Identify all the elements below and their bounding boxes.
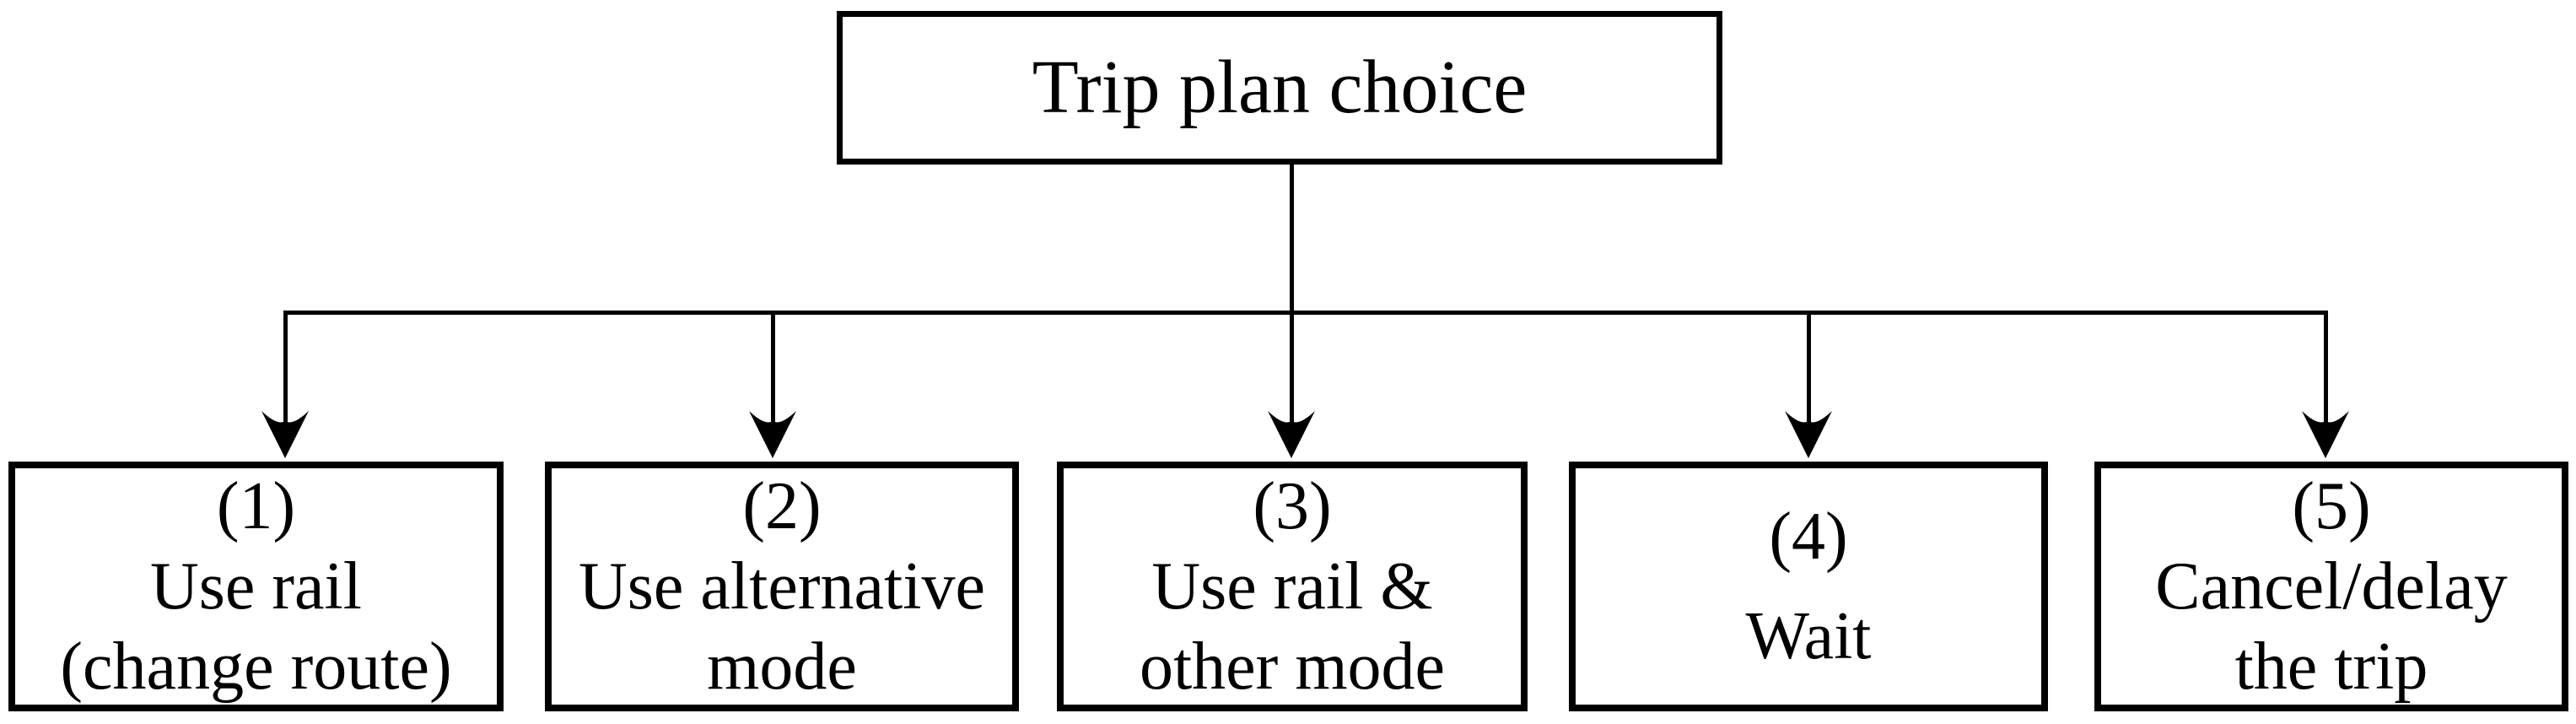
option-node-1-line-2: Use rail: [149, 548, 362, 624]
arrowhead-2-icon: [749, 409, 796, 458]
horizontal-rail-line: [283, 311, 2328, 315]
arrow-shaft-3: [1290, 311, 1294, 448]
option-node-5-line-3: the trip: [2234, 629, 2428, 704]
trunk-line: [1290, 165, 1294, 315]
arrowhead-5-icon: [2302, 409, 2349, 458]
option-node-3-line-2: Use rail &: [1151, 548, 1433, 624]
option-node-2-line-1: (2): [742, 468, 822, 543]
option-node-1-line-1: (1): [216, 468, 296, 543]
arrowhead-1-icon: [261, 409, 309, 458]
option-node-4: (4) Wait: [1569, 462, 2048, 711]
option-node-4-line-1: (4): [1769, 500, 1848, 574]
option-node-4-line-2: Wait: [1745, 599, 1872, 673]
option-node-2-line-3: mode: [707, 629, 857, 704]
option-node-3-line-1: (3): [1253, 468, 1332, 543]
option-node-3: (3)Use rail &other mode: [1057, 462, 1528, 711]
arrow-shaft-1: [283, 311, 288, 448]
arrow-shaft-4: [1807, 311, 1811, 448]
arrowhead-3-icon: [1268, 409, 1315, 458]
option-node-3-line-3: other mode: [1139, 629, 1446, 704]
option-node-1-line-3: (change route): [60, 629, 452, 704]
arrowhead-4-icon: [1785, 409, 1832, 458]
arrow-shaft-5: [2324, 311, 2328, 448]
option-node-1: (1)Use rail(change route): [8, 462, 504, 711]
option-node-2-line-2: Use alternative: [579, 548, 985, 624]
option-node-5-line-1: (5): [2292, 468, 2371, 543]
arrow-shaft-2: [771, 311, 775, 448]
root-node: Trip plan choice: [837, 11, 1722, 165]
root-node-label: Trip plan choice: [1032, 46, 1528, 129]
option-node-5-line-2: Cancel/delay: [2155, 548, 2508, 624]
